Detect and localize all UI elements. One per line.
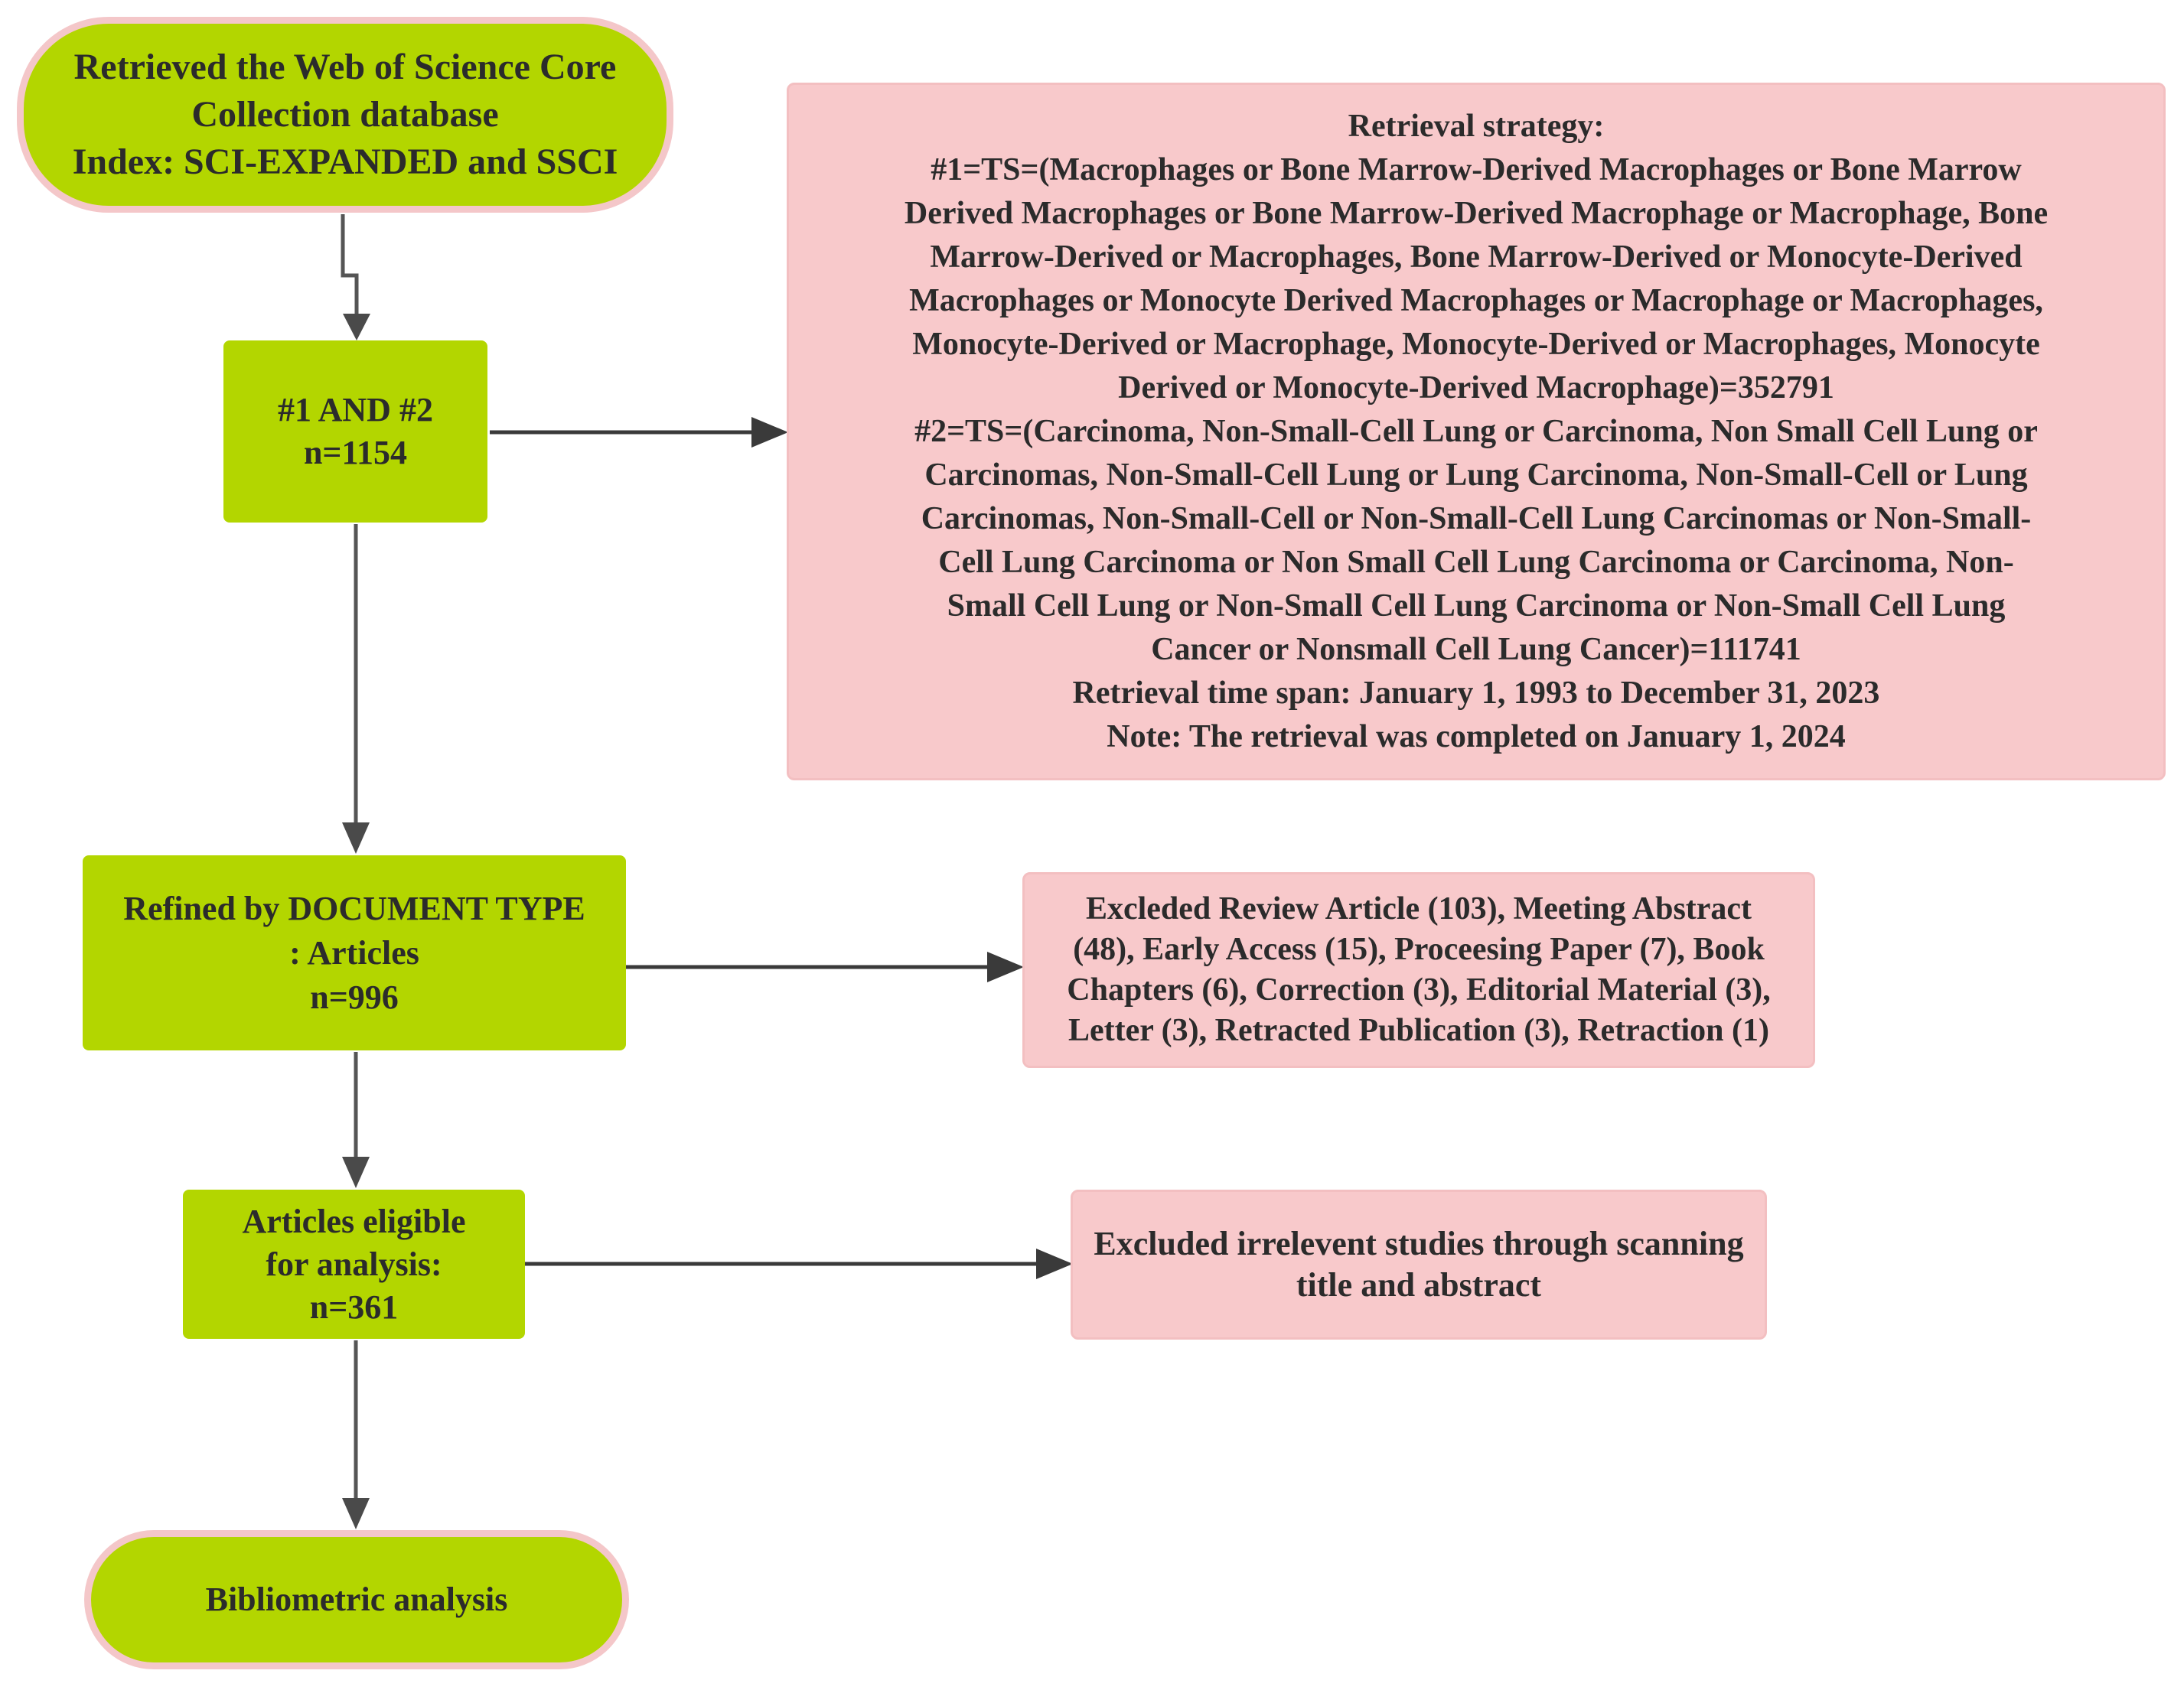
eligible-label: Articles eligible <box>242 1202 466 1240</box>
arrowhead-refined-to-excluded <box>987 952 1024 982</box>
start-line: Index: SCI-EXPANDED and SSCI <box>72 142 618 182</box>
strategy-time-span: Retrieval time span: January 1, 1993 to … <box>1072 675 1880 711</box>
strategy-note: Note: The retrieval was completed on Jan… <box>1107 718 1846 754</box>
arrowhead-refined-to-eligible <box>342 1157 370 1188</box>
end-node-bibliometric-analysis: Bibliometric analysis <box>84 1530 629 1669</box>
strategy-line: #1=TS=(Macrophages or Bone Marrow-Derive… <box>931 151 2022 187</box>
excluded-document-types-box: Excleded Review Article (103), Meeting A… <box>1022 872 1815 1068</box>
refined-label: Refined by DOCUMENT TYPE <box>123 889 585 927</box>
excluded-irrelevant-studies-box: Excluded irrelevent studies through scan… <box>1071 1190 1767 1340</box>
strategy-line: Monocyte-Derived or Macrophage, Monocyte… <box>912 326 2040 362</box>
strategy-line: Derived or Monocyte-Derived Macrophage)=… <box>1118 370 1834 405</box>
strategy-heading: Retrieval strategy: <box>1348 108 1605 144</box>
combined-count: n=1154 <box>303 434 408 471</box>
excluded-types-line: Excleded Review Article (103), Meeting A… <box>1085 891 1752 926</box>
eligible-count: n=361 <box>309 1288 399 1326</box>
arrow-start-to-combined <box>341 214 359 323</box>
arrowhead-combined-to-strategy <box>751 417 788 448</box>
combined-search-node: #1 AND #2 n=1154 <box>223 340 487 523</box>
excluded-types-line: Letter (3), Retracted Publication (3), R… <box>1068 1013 1769 1048</box>
strategy-line: Carcinomas, Non-Small-Cell or Non-Small-… <box>921 500 2032 536</box>
eligible-label: for analysis: <box>266 1245 442 1283</box>
excluded-types-line: (48), Early Access (15), Proceesing Pape… <box>1073 932 1765 967</box>
arrowhead-combined-to-refined <box>342 822 370 854</box>
strategy-line: #2=TS=(Carcinoma, Non-Small-Cell Lung or… <box>914 413 2038 449</box>
refined-document-type-node: Refined by DOCUMENT TYPE : Articles n=99… <box>83 855 626 1050</box>
strategy-line: Small Cell Lung or Non-Small Cell Lung C… <box>947 588 2006 624</box>
strategy-line: Cell Lung Carcinoma or Non Small Cell Lu… <box>938 544 2014 580</box>
strategy-line: Carcinomas, Non-Small-Cell Lung or Lung … <box>924 457 2028 493</box>
arrowhead-eligible-to-irrelevant <box>1036 1249 1073 1279</box>
refined-label: : Articles <box>289 933 419 972</box>
excluded-types-line: Chapters (6), Correction (3), Editorial … <box>1067 972 1771 1008</box>
start-node-retrieval-source: Retrieved the Web of Science Core Collec… <box>17 17 673 213</box>
eligible-articles-node: Articles eligible for analysis: n=361 <box>183 1190 525 1339</box>
strategy-line: Cancer or Nonsmall Cell Lung Cancer)=111… <box>1151 631 1801 667</box>
refined-count: n=996 <box>310 978 399 1016</box>
strategy-line: Marrow-Derived or Macrophages, Bone Marr… <box>930 239 2023 275</box>
arrowhead-start-to-combined <box>343 314 370 340</box>
arrowhead-eligible-to-end <box>342 1498 370 1529</box>
strategy-line: Derived Macrophages or Bone Marrow-Deriv… <box>904 195 2049 231</box>
excluded-irrelevant-line: Excluded irrelevent studies through scan… <box>1094 1225 1744 1262</box>
excluded-irrelevant-line: title and abstract <box>1296 1266 1542 1304</box>
start-line: Retrieved the Web of Science Core <box>73 47 617 87</box>
start-line: Collection database <box>191 94 499 135</box>
strategy-line: Macrophages or Monocyte Derived Macropha… <box>909 282 2043 318</box>
end-label: Bibliometric analysis <box>205 1581 508 1618</box>
combined-label: #1 AND #2 <box>278 391 433 428</box>
retrieval-strategy-box: Retrieval strategy: #1=TS=(Macrophages o… <box>787 83 2166 780</box>
